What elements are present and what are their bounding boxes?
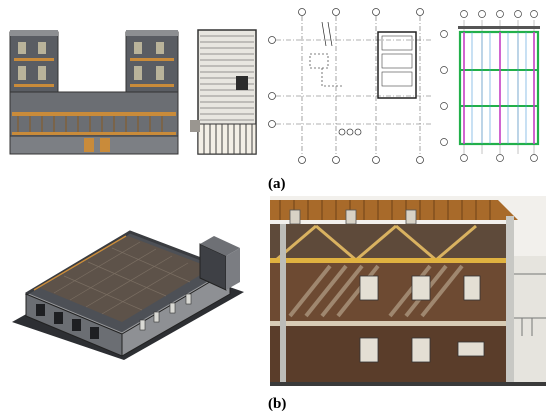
isometric-model-image bbox=[4, 196, 250, 364]
floor-plan-hatched-image bbox=[190, 28, 262, 158]
structural-grid-plan-image bbox=[438, 8, 548, 164]
section-render-image bbox=[270, 196, 546, 386]
caption-b: (b) bbox=[268, 396, 287, 412]
cad-grid-drawing-image bbox=[266, 6, 434, 166]
caption-a: (a) bbox=[268, 176, 286, 192]
elevation-model-image bbox=[8, 28, 180, 156]
